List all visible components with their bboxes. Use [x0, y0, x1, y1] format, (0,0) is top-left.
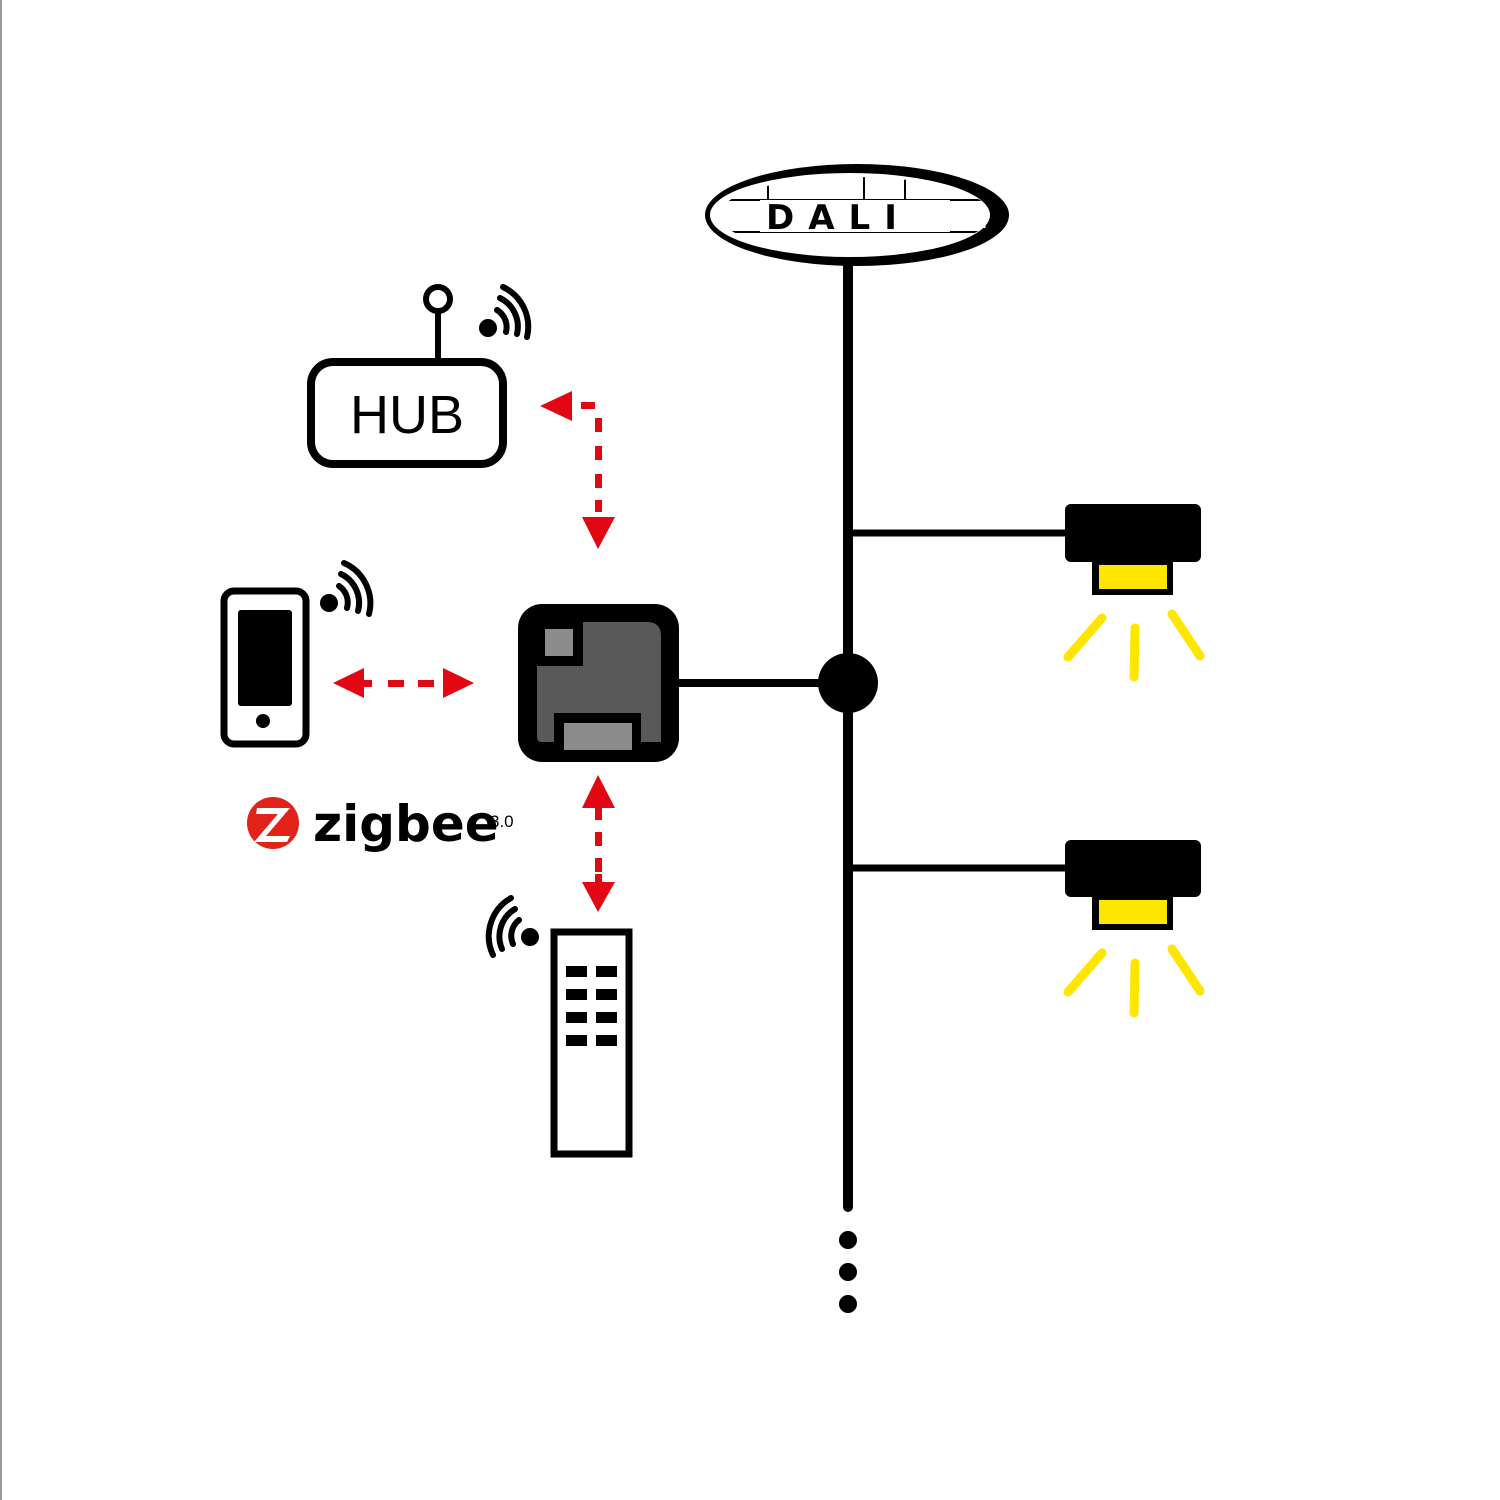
lamp-icon — [1065, 840, 1201, 930]
lamp-node-2[interactable] — [843, 840, 1205, 1018]
page-edge-line — [0, 0, 2, 1500]
hub-node[interactable]: HUB — [307, 284, 532, 468]
remote-node[interactable] — [485, 895, 633, 1158]
lamp-icon — [1065, 504, 1201, 595]
gateway-remote-arrow — [582, 775, 615, 912]
dali-2-logo: DALI 2 — [705, 164, 1009, 266]
gateway-node[interactable] — [518, 604, 679, 762]
smartphone-node[interactable] — [220, 560, 374, 748]
remote-icon — [550, 928, 633, 1158]
light-rays-icon — [1063, 609, 1205, 682]
dali-logo-version: 2 — [970, 202, 987, 235]
zigbee-logo-text: zigbee — [313, 795, 499, 853]
smartphone-gateway-arrow — [333, 668, 474, 698]
bus-junction — [818, 653, 878, 713]
bus-continuation-dots — [839, 1231, 857, 1313]
lamp-node-1[interactable] — [843, 504, 1205, 682]
remote-buttons — [566, 966, 617, 1046]
hub-label: HUB — [350, 385, 464, 445]
light-rays-icon — [1063, 944, 1205, 1018]
wifi-signal-icon — [485, 895, 539, 958]
hub-gateway-arrow — [540, 391, 615, 549]
hub-antenna-icon — [423, 284, 453, 314]
dali-logo-text: DALI — [766, 198, 911, 238]
wifi-signal-icon — [479, 284, 532, 340]
zigbee-logo-version: 3.0 — [490, 812, 514, 831]
zigbee-logo: zigbee 3.0 — [247, 795, 514, 853]
wifi-signal-icon — [320, 560, 374, 617]
hub-box — [307, 358, 507, 468]
